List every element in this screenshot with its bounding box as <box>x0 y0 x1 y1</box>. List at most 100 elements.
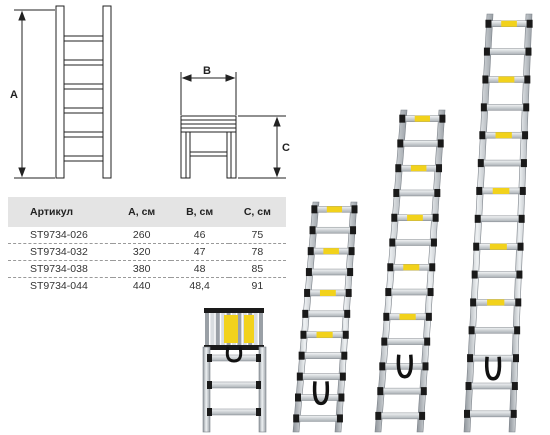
rung-cap <box>522 131 529 140</box>
table-header-row: Артикул A, см B, см C, см <box>8 197 286 227</box>
rung-cap <box>304 288 311 297</box>
rung-cap <box>385 288 392 297</box>
rung-cap <box>482 75 489 84</box>
table-row: ST9734-044 440 48,4 91 <box>8 278 286 295</box>
right-rail <box>258 346 267 433</box>
rung-cap <box>468 326 475 335</box>
rung <box>470 298 522 307</box>
rung-cap <box>429 263 436 272</box>
rung-bar <box>313 226 353 234</box>
dimension-b <box>180 72 237 115</box>
rung-cap <box>439 114 446 123</box>
cell-b: 46 <box>170 227 229 244</box>
table-row: ST9734-032 320 47 78 <box>8 243 286 261</box>
cell-a: 320 <box>112 243 171 261</box>
rung-bar <box>397 189 437 197</box>
rung <box>474 214 525 223</box>
rung-cap <box>515 298 522 307</box>
rung-cap <box>225 308 232 313</box>
rung <box>395 164 443 173</box>
rung-cap <box>425 312 432 321</box>
rung <box>467 354 520 363</box>
rung-cap <box>437 139 444 148</box>
rung <box>468 326 521 335</box>
rung <box>307 247 355 256</box>
rung-cap <box>342 330 349 339</box>
rung-bar <box>389 288 430 296</box>
dimension-c <box>238 115 286 179</box>
stacked-rung <box>253 311 258 347</box>
rung-bar <box>470 354 516 362</box>
rung <box>391 213 439 222</box>
rung <box>207 408 261 416</box>
rung-cap <box>519 186 526 195</box>
stacked-rung <box>259 311 263 347</box>
cell-b: 48 <box>170 260 229 278</box>
rung <box>473 242 524 251</box>
rung-bar <box>298 394 341 401</box>
rung-cap <box>517 242 524 251</box>
rung <box>476 186 526 195</box>
rung-cap <box>351 205 358 214</box>
rung <box>304 288 352 297</box>
rung-yellow-label <box>410 165 427 172</box>
rung-cap <box>483 47 490 56</box>
rung-cap <box>220 345 227 350</box>
rung-cap <box>524 75 531 84</box>
rung-cap <box>420 387 427 396</box>
rung-cap <box>300 330 307 339</box>
rung <box>485 19 533 28</box>
rung-bar <box>484 104 526 111</box>
rung-cap <box>389 238 396 247</box>
left-rail <box>202 346 211 433</box>
rung-yellow-label <box>319 289 336 296</box>
rung <box>305 268 354 277</box>
rung-yellow-label <box>414 115 430 122</box>
rung-cap <box>473 242 480 251</box>
rung-cap <box>424 337 431 346</box>
rung-yellow-label <box>244 315 254 343</box>
rung <box>383 312 432 321</box>
rung <box>471 270 523 279</box>
label-a: A <box>10 89 18 101</box>
rung <box>463 409 517 418</box>
rung-yellow-label <box>489 243 507 250</box>
rung-cap <box>383 312 390 321</box>
stacked-rung <box>205 311 209 347</box>
rung-cap <box>209 308 216 313</box>
rung-cap <box>513 354 520 363</box>
rung <box>302 309 351 318</box>
table-row: ST9734-026 260 46 75 <box>8 227 286 244</box>
rung-cap <box>296 372 303 381</box>
rung-cap <box>339 372 346 381</box>
cell-article: ST9734-038 <box>8 260 113 278</box>
rung-cap <box>427 288 434 297</box>
cell-c: 85 <box>228 260 286 278</box>
rung <box>397 139 444 148</box>
rung-cap <box>347 268 354 277</box>
rung <box>477 159 527 168</box>
rung-cap <box>430 238 437 247</box>
rung-cap <box>463 409 470 418</box>
rung-cap <box>476 186 483 195</box>
rung-cap <box>209 345 216 350</box>
rung-cap <box>258 308 264 313</box>
rung-cap <box>345 288 352 297</box>
stacked-rung <box>210 311 215 347</box>
rung-yellow-label <box>407 214 423 221</box>
rung-cap <box>525 47 532 56</box>
rung-cap <box>379 362 386 371</box>
rung-cap <box>480 103 487 112</box>
cell-article: ST9734-044 <box>30 280 88 292</box>
rung-bar <box>379 412 422 420</box>
stacked-rung <box>237 311 242 347</box>
spec-table: Артикул A, см B, см C, см ST9734-026 260… <box>8 197 286 294</box>
rung-cap <box>247 308 254 313</box>
rung-cap <box>471 270 478 279</box>
rung <box>381 337 431 346</box>
rung-bar <box>478 215 521 223</box>
strap-loop <box>312 381 330 406</box>
rung <box>300 330 349 339</box>
rung <box>296 372 346 381</box>
rung-cap <box>207 408 212 416</box>
